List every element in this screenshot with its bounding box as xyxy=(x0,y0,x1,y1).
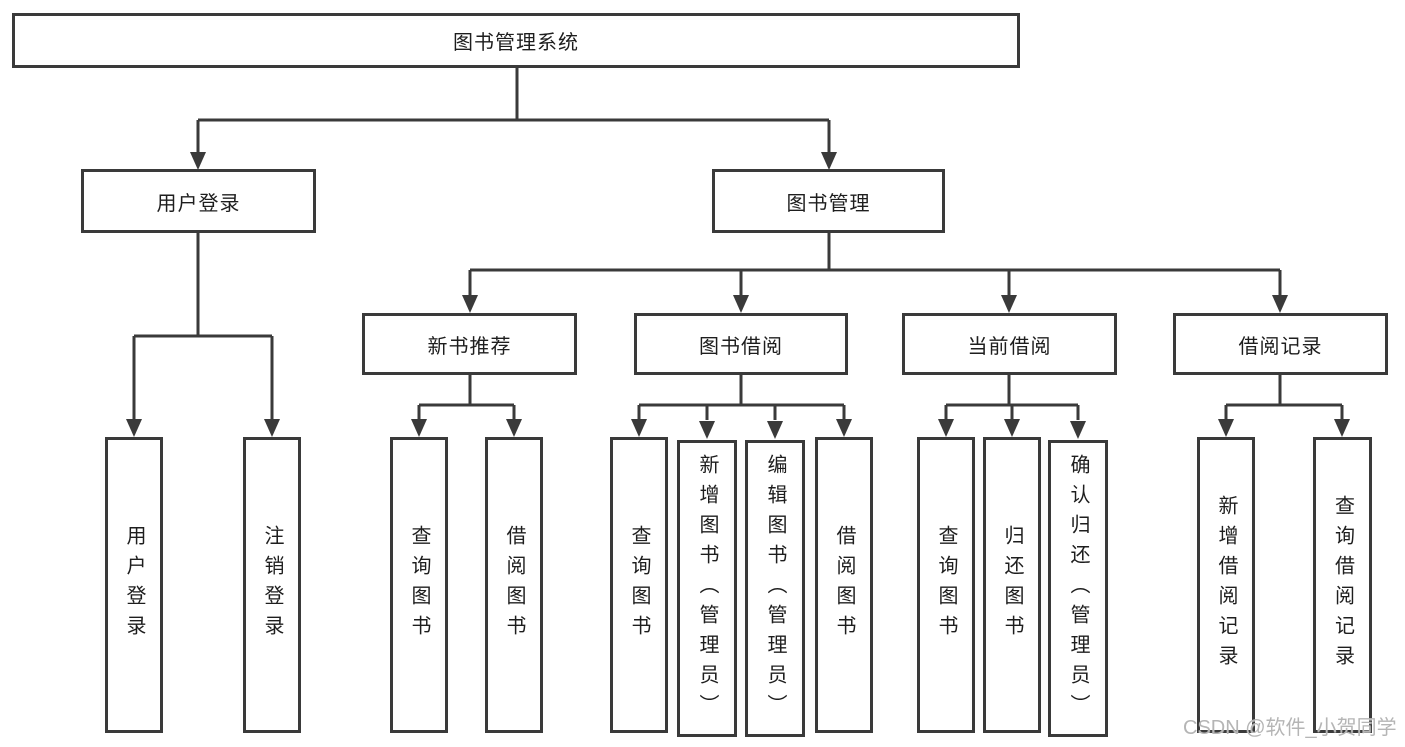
leaf-borrowing-borrow-books: 借阅图书 xyxy=(815,437,873,733)
leaf-label: 借阅图书 xyxy=(833,525,855,645)
node-borrowing-records: 借阅记录 xyxy=(1173,313,1388,375)
leaf-label: 新增借阅记录 xyxy=(1215,495,1237,675)
leaf-label: 借阅图书 xyxy=(503,525,525,645)
node-label: 图书借阅 xyxy=(699,335,783,358)
leaf-label: 查询图书 xyxy=(628,525,650,645)
leaf-logout: 注销登录 xyxy=(243,437,301,733)
leaf-recommend-borrow-books: 借阅图书 xyxy=(485,437,543,733)
node-book-management: 图书管理 xyxy=(712,169,945,233)
node-label: 当前借阅 xyxy=(967,335,1052,358)
leaf-recommend-query-books: 查询图书 xyxy=(390,437,448,733)
leaf-query-borrow-record: 查询借阅记录 xyxy=(1313,437,1372,733)
leaf-borrowing-query-books: 查询图书 xyxy=(610,437,668,733)
leaf-add-borrow-record: 新增借阅记录 xyxy=(1197,437,1255,733)
csdn-watermark: CSDN @软件_小贺同学 xyxy=(1183,717,1397,739)
leaf-label: 查询图书 xyxy=(935,525,957,645)
leaf-label: 归还图书 xyxy=(1001,525,1023,645)
node-label: 图书管理系统 xyxy=(453,32,579,54)
node-library-management-system: 图书管理系统 xyxy=(12,13,1020,68)
node-label: 新书推荐 xyxy=(427,335,512,358)
node-new-book-recommendation: 新书推荐 xyxy=(362,313,577,375)
node-current-borrowing: 当前借阅 xyxy=(902,313,1117,375)
leaf-label: 新增图书（管理员） xyxy=(696,453,718,724)
leaf-label: 确认归还（管理员） xyxy=(1067,453,1089,724)
leaf-current-query-books: 查询图书 xyxy=(917,437,975,733)
leaf-label: 查询图书 xyxy=(408,525,430,645)
leaf-user-login: 用户登录 xyxy=(105,437,163,733)
leaf-confirm-return-admin: 确认归还（管理员） xyxy=(1048,440,1108,737)
node-label: 借阅记录 xyxy=(1238,335,1323,358)
leaf-label: 注销登录 xyxy=(261,525,283,645)
node-label: 用户登录 xyxy=(156,192,241,215)
leaf-edit-books-admin: 编辑图书（管理员） xyxy=(745,440,805,737)
leaf-label: 查询借阅记录 xyxy=(1331,495,1354,675)
node-user-login: 用户登录 xyxy=(81,169,316,233)
node-label: 图书管理 xyxy=(786,192,871,215)
leaf-add-books-admin: 新增图书（管理员） xyxy=(677,440,737,737)
leaf-label: 用户登录 xyxy=(123,525,145,645)
leaf-return-books: 归还图书 xyxy=(983,437,1041,733)
node-book-borrowing: 图书借阅 xyxy=(634,313,848,375)
leaf-label: 编辑图书（管理员） xyxy=(764,453,786,724)
